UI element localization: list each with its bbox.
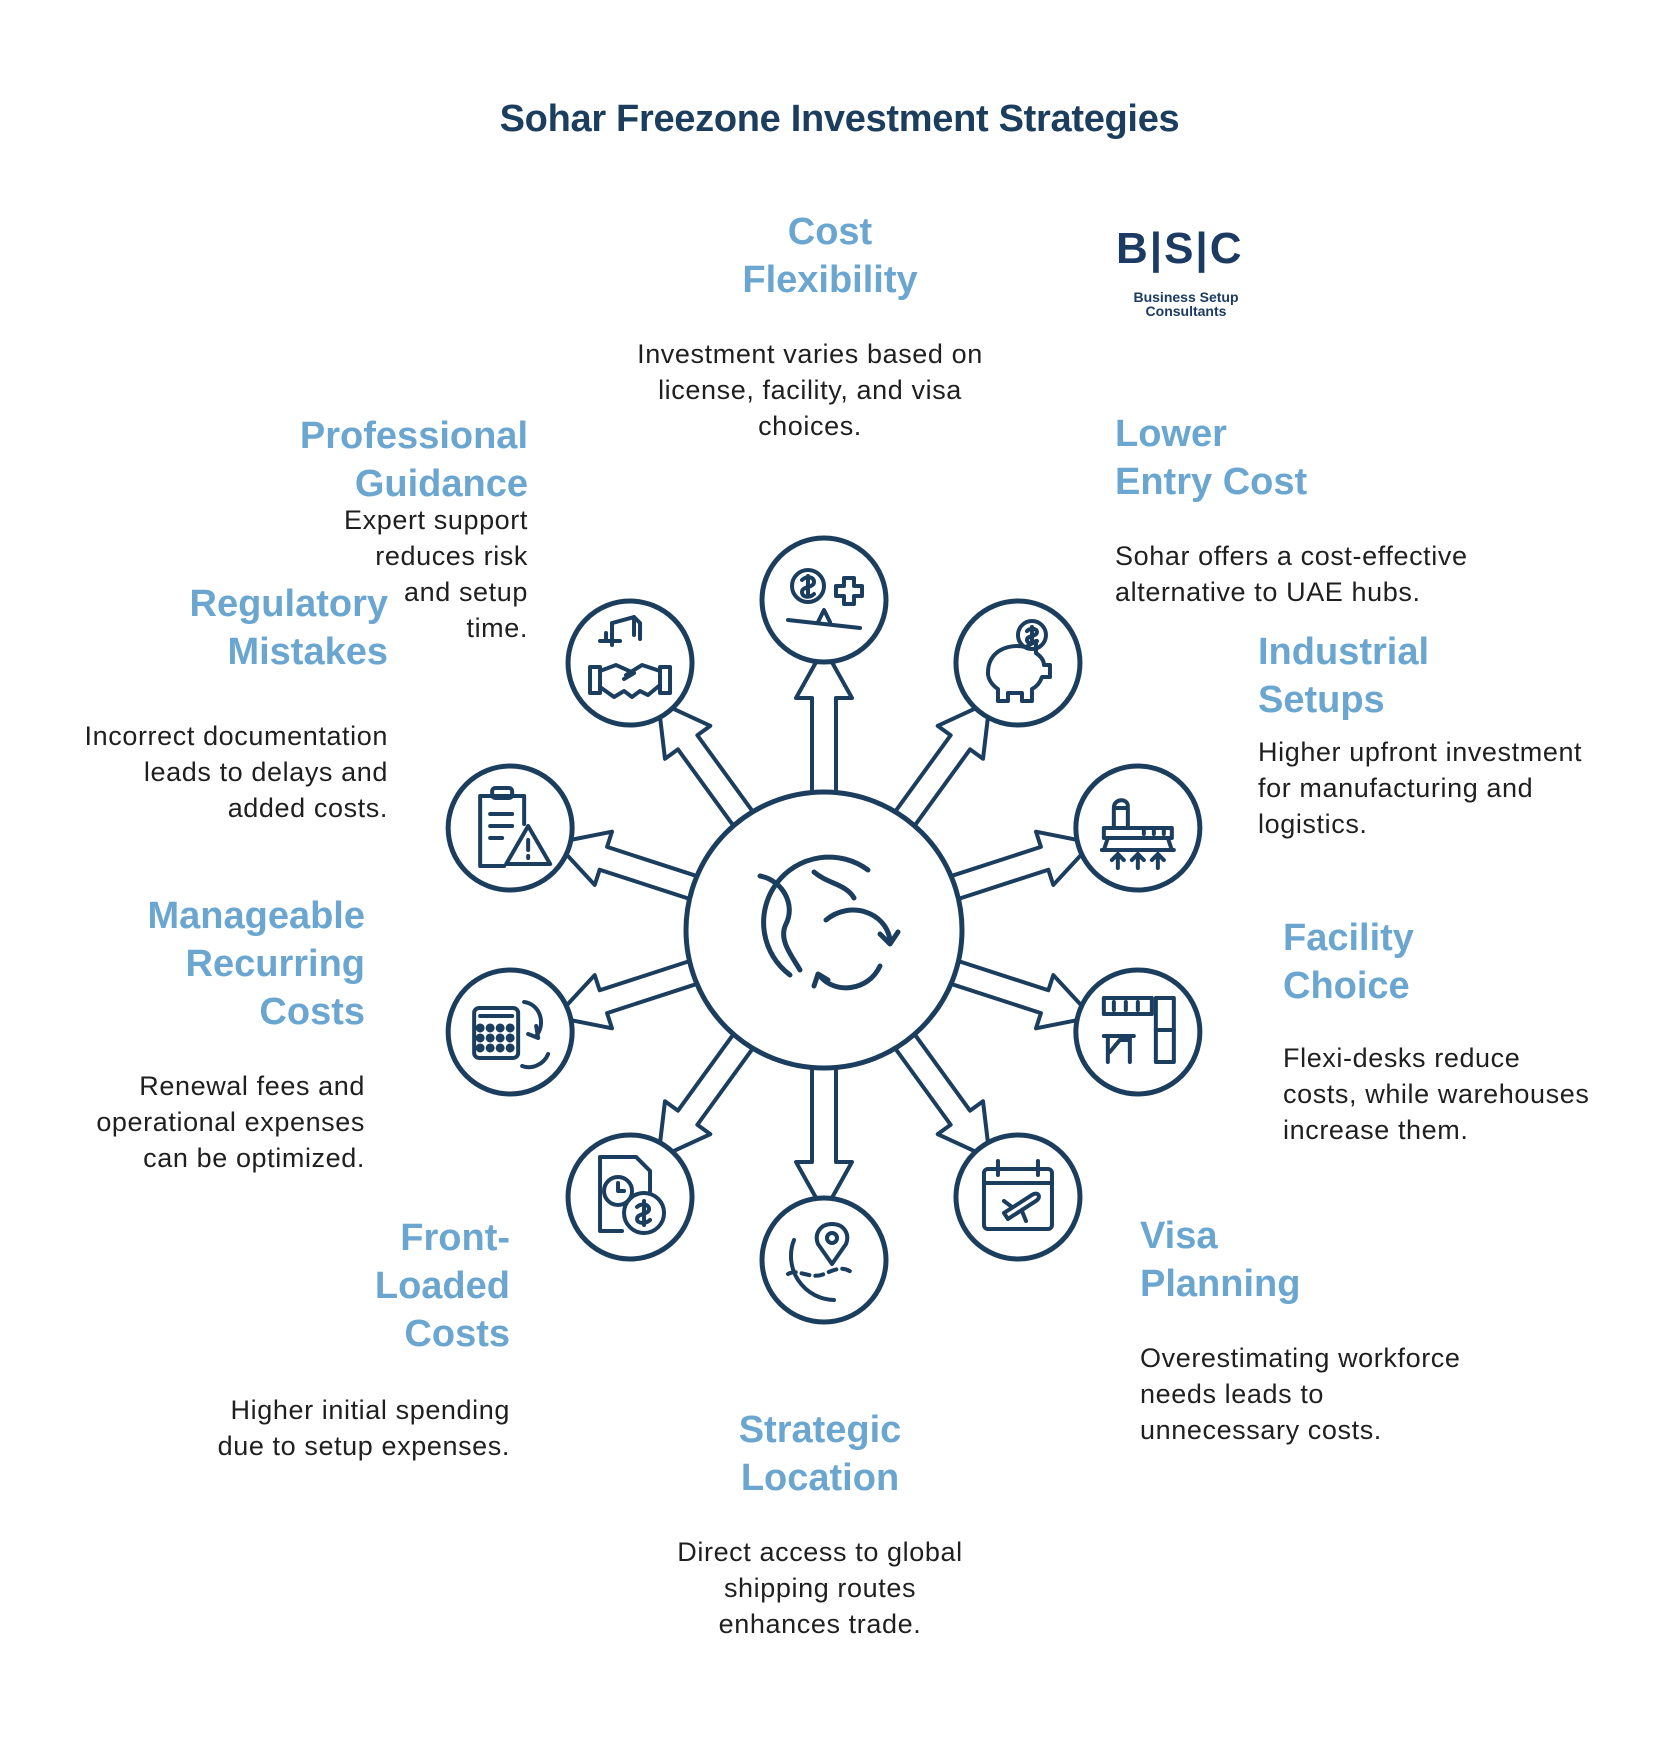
heading-front-loaded-costs: Front- Loaded Costs xyxy=(374,1217,510,1355)
hub-circle xyxy=(683,789,965,1071)
arrows xyxy=(553,646,1095,1214)
node-8 xyxy=(445,763,575,893)
text-strategic-location: Direct access to global shipping routes … xyxy=(677,1537,963,1639)
heading-regulatory-mistakes: Regulatory Mistakes xyxy=(189,583,388,673)
text-manageable-recurring-costs: Renewal fees and operational expenses ca… xyxy=(96,1071,365,1173)
node-6 xyxy=(565,1132,695,1262)
node-2 xyxy=(1073,763,1203,893)
clipboard-warning-icon xyxy=(478,786,553,869)
text-regulatory-mistakes: Incorrect documentation leads to delays … xyxy=(84,721,388,823)
heading-strategic-location: Strategic Location xyxy=(738,1409,902,1499)
node-9 xyxy=(565,598,695,728)
arrow-7 xyxy=(553,958,701,1031)
arrow-3 xyxy=(947,958,1095,1031)
heading-lower-entry-cost: Lower Entry Cost xyxy=(1115,413,1308,503)
document-clock-dollar-icon xyxy=(598,1154,667,1235)
text-facility-choice: Flexi-desks reduce costs, while warehous… xyxy=(1283,1043,1590,1145)
heading-cost-flexibility: Cost Flexibility xyxy=(742,211,918,301)
calculator-refresh-icon xyxy=(472,999,551,1070)
node-3 xyxy=(1073,967,1203,1097)
node-1 xyxy=(953,598,1083,728)
arrow-2 xyxy=(947,829,1095,902)
scale-money-plus-icon xyxy=(786,568,864,630)
arrow-4 xyxy=(892,1030,992,1161)
heading-facility-choice: Facility Choice xyxy=(1283,917,1414,1007)
location-route-icon xyxy=(786,1222,856,1302)
heading-manageable-recurring-costs: Manageable Recurring Costs xyxy=(147,895,365,1033)
arrow-0 xyxy=(794,646,854,796)
heading-professional-guidance: Professional Guidance xyxy=(299,415,528,505)
arrow-9 xyxy=(656,699,756,830)
node-5 xyxy=(759,1195,889,1325)
text-front-loaded-costs: Higher initial spending due to setup exp… xyxy=(217,1395,510,1461)
calendar-plane-icon xyxy=(981,1158,1054,1231)
office-desk-icon xyxy=(1101,995,1176,1064)
arrow-5 xyxy=(794,1064,854,1214)
node-4 xyxy=(953,1132,1083,1262)
node-7 xyxy=(445,967,575,1097)
handshake-icon xyxy=(588,615,673,700)
text-cost-flexibility: Investment varies based on license, faci… xyxy=(637,339,983,441)
heading-industrial-setups: Industrial Setups xyxy=(1258,631,1430,721)
logo-letters: B|S|C xyxy=(1116,224,1244,273)
text-lower-entry-cost: Sohar offers a cost-effective alternativ… xyxy=(1115,541,1468,607)
logo-subtitle: Business Setup Consultants xyxy=(1133,289,1239,319)
page-title: Sohar Freezone Investment Strategies xyxy=(499,98,1180,140)
piggy-bank-icon xyxy=(985,619,1052,704)
text-industrial-setups: Higher upfront investment for manufactur… xyxy=(1258,737,1583,839)
arrow-6 xyxy=(656,1030,756,1161)
text-professional-guidance: Expert support reduces risk and setup ti… xyxy=(344,505,528,643)
factory-icon xyxy=(1099,798,1176,871)
arrow-8 xyxy=(553,829,701,902)
globe-refresh-icon xyxy=(757,854,901,991)
text-visa-planning: Overestimating workforce needs leads to … xyxy=(1140,1343,1461,1445)
node-0 xyxy=(759,535,889,665)
bsc-logo: B|S|C Business Setup Consultants xyxy=(1110,224,1270,324)
heading-visa-planning: Visa Planning xyxy=(1140,1215,1301,1305)
arrow-1 xyxy=(892,699,992,830)
